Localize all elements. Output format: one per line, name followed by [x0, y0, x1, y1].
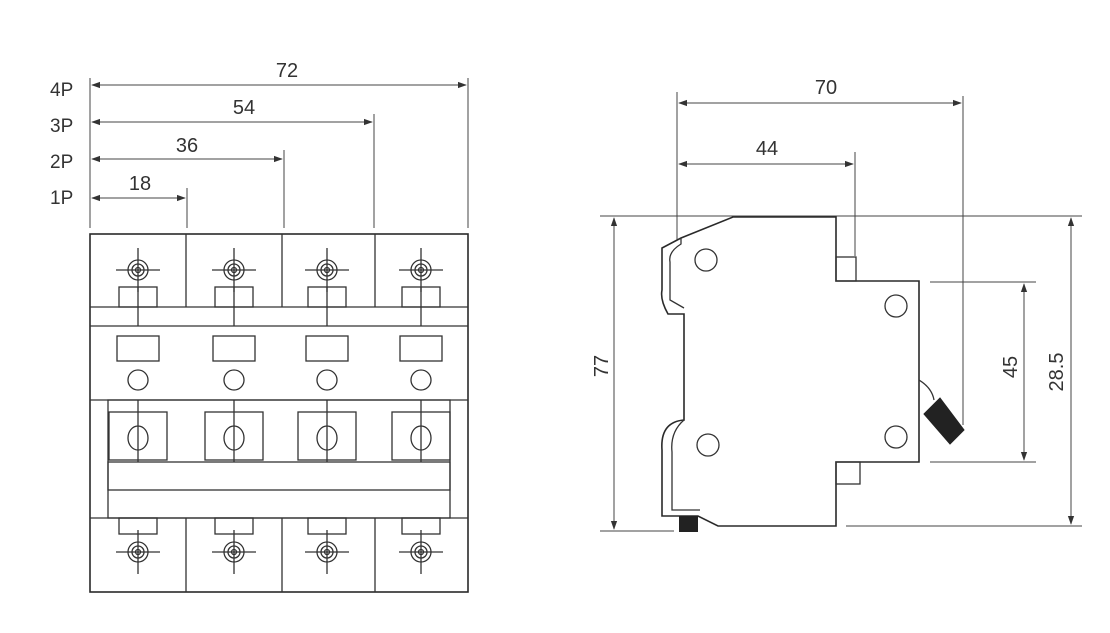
- screw-top-right: [884, 294, 908, 318]
- lever-pivot: [918, 379, 935, 401]
- dim-height-mid-value: 45: [1000, 356, 1022, 378]
- bottom-tab: [835, 461, 861, 485]
- din-latch: [679, 516, 698, 532]
- dim-width-4p: 72: [91, 60, 469, 228]
- screw-top-left: [694, 248, 718, 272]
- pole-4-indicator-dot: [410, 369, 432, 391]
- pole-1-indicator-dot: [127, 369, 149, 391]
- front-view: 4P 3P 2P 1P 72 54 36 18: [50, 60, 469, 593]
- pole-label-2p: 2P: [50, 152, 73, 173]
- dim-width-2p-value: 36: [176, 135, 198, 157]
- dim-depth-partial-value: 44: [756, 138, 778, 160]
- pole-2-indicator-dot: [223, 369, 245, 391]
- dim-depth-partial: 44: [678, 138, 856, 256]
- dim-height-total: 77: [591, 217, 618, 530]
- dim-width-1p: 18: [91, 173, 188, 228]
- toggle-lever: [923, 397, 965, 445]
- dim-width-1p-value: 18: [129, 173, 151, 195]
- pole-label-3p: 3P: [50, 116, 73, 137]
- pole-3-indicator-dot: [316, 369, 338, 391]
- dim-width-4p-value: 72: [276, 60, 298, 82]
- pole-label-4p: 4P: [50, 80, 73, 101]
- side-view: 70 44 77 45 28.5: [591, 77, 1082, 532]
- pole-label-1p: 1P: [50, 188, 73, 209]
- dim-height-total-value: 77: [591, 355, 613, 377]
- din-clip-top: [669, 238, 685, 309]
- din-clip-bottom: [671, 419, 700, 511]
- dim-depth-total: 70: [676, 77, 964, 425]
- front-body-outline: [89, 233, 469, 593]
- dim-width-3p: 54: [91, 97, 375, 228]
- screw-bottom-left: [696, 433, 720, 457]
- dim-width-2p: 36: [91, 135, 285, 228]
- side-body-profile: [660, 216, 920, 527]
- dim-height-right-value: 28.5: [1046, 353, 1068, 392]
- dim-height-right: 28.5: [1046, 217, 1075, 525]
- dim-width-3p-value: 54: [233, 97, 255, 119]
- pole-2-indicator-window: [212, 335, 256, 362]
- screw-bottom-right: [884, 425, 908, 449]
- dim-height-mid: 45: [1000, 283, 1028, 461]
- pole-4-indicator-window: [399, 335, 443, 362]
- pole-3-indicator-window: [305, 335, 349, 362]
- top-tab: [835, 256, 857, 282]
- dim-depth-total-value: 70: [815, 77, 837, 99]
- pole-1-indicator-window: [116, 335, 160, 362]
- handle-bar: [107, 461, 451, 491]
